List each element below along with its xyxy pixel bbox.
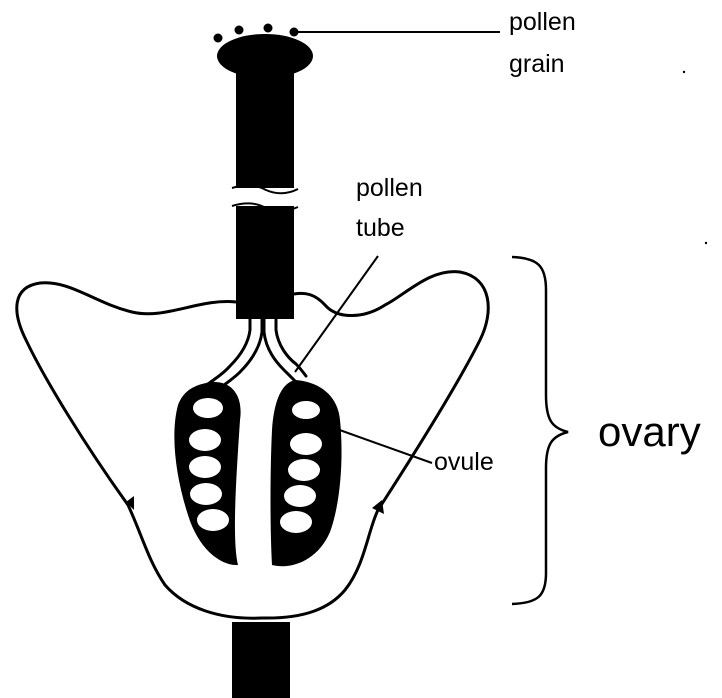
ovule — [190, 483, 222, 505]
scan-speck — [705, 242, 707, 244]
stigma-cap — [217, 34, 313, 78]
pollen-grain-dot — [264, 24, 273, 33]
ovule-chamber-right — [271, 380, 342, 566]
ovary-brace — [512, 257, 568, 604]
label-ovule: ovule — [434, 448, 494, 476]
style-upper-segment — [236, 68, 294, 188]
ovule-chamber-left — [174, 382, 240, 565]
receptacle-stalk — [232, 622, 290, 698]
label-pollen-grain: pollen grain — [509, 8, 583, 78]
pollen-tube-left — [208, 319, 250, 384]
scan-speck — [683, 71, 685, 73]
ovule — [280, 511, 312, 533]
ovule — [288, 459, 320, 481]
label-pollen-tube-line2: tube — [356, 214, 405, 242]
pollen-grain-dot — [214, 34, 223, 43]
ovary-wall — [17, 272, 488, 619]
ovule — [197, 509, 229, 531]
ovule — [193, 398, 223, 418]
ovule — [290, 433, 322, 455]
pollen-tube-right-inner — [264, 319, 296, 382]
label-ovary: ovary — [598, 408, 701, 455]
pollen-grain-dot — [235, 26, 244, 35]
ovule — [189, 429, 221, 451]
pollen-tubes — [208, 319, 306, 388]
label-pollen-grain-line1: pollen — [509, 8, 576, 36]
style-lower-segment — [236, 206, 294, 319]
ovule — [189, 456, 221, 478]
ovule — [284, 485, 316, 507]
label-pollen-tube: pollen tube — [356, 174, 430, 242]
label-pollen-tube-line1: pollen — [356, 174, 423, 202]
style — [232, 68, 298, 319]
label-pollen-grain-line2: grain — [509, 50, 565, 78]
ovule — [292, 401, 320, 419]
